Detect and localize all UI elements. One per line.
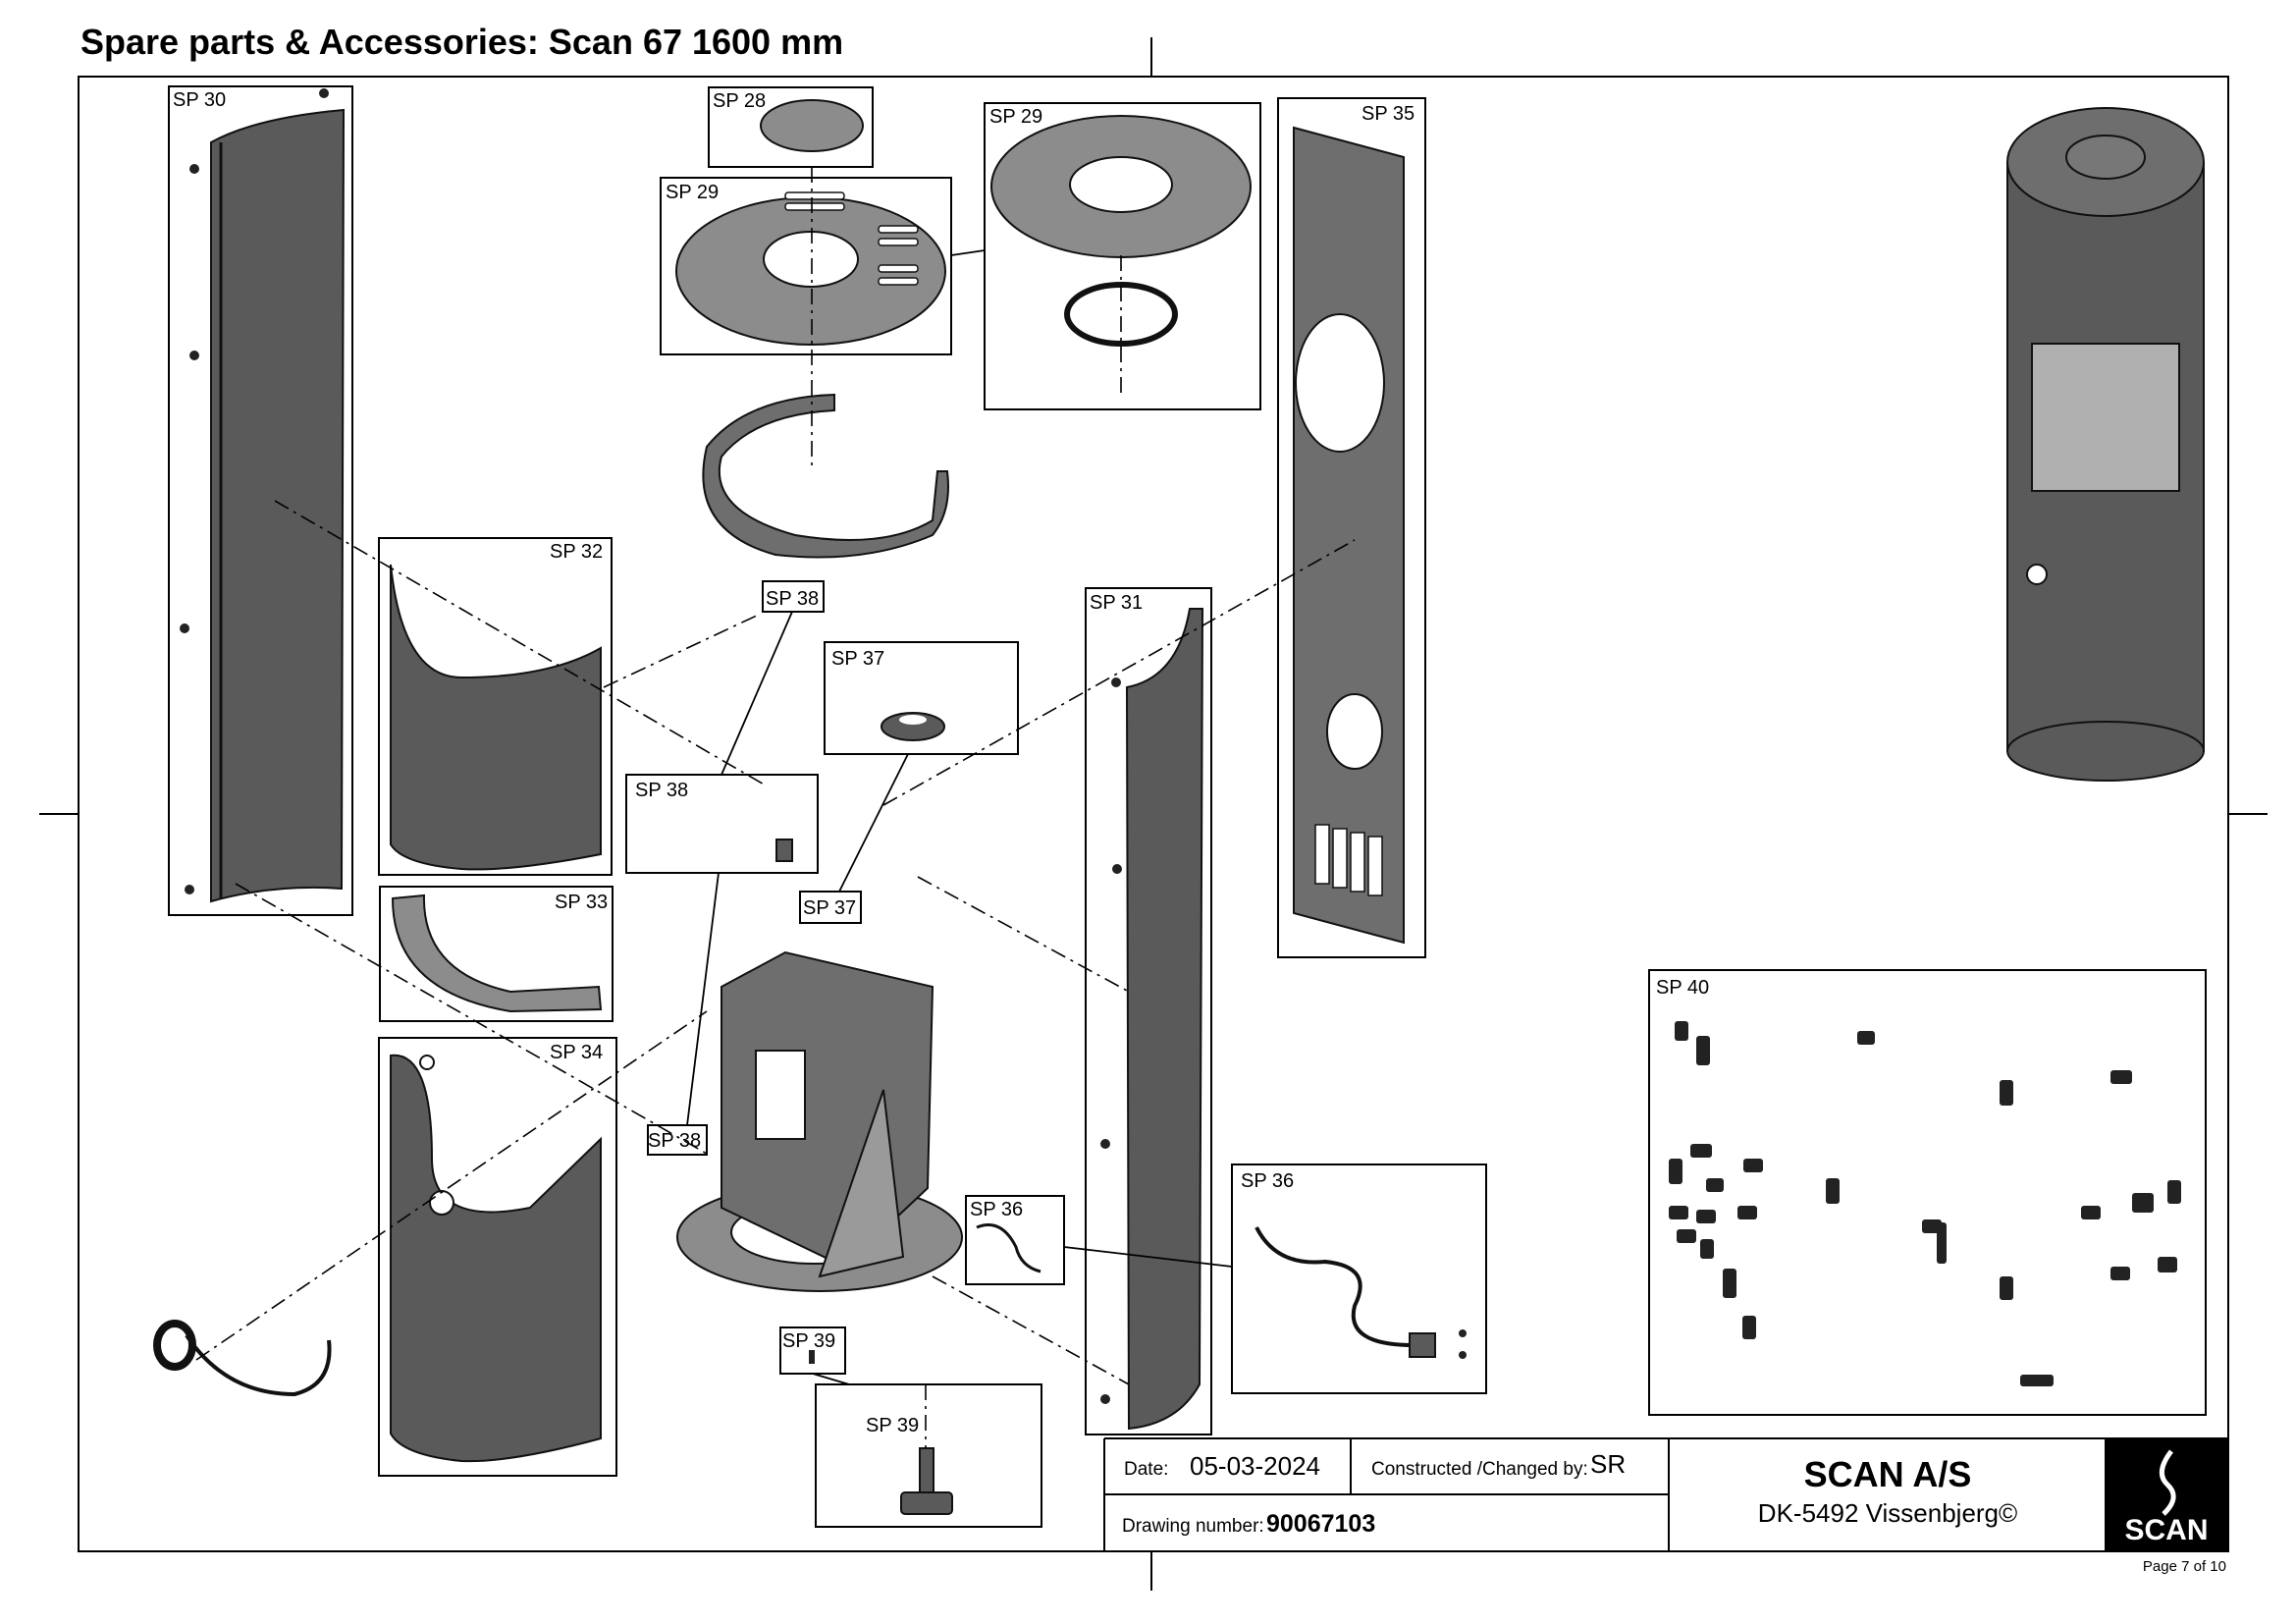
spacer-piece <box>775 839 793 862</box>
part-sp40[interactable]: SP 40 <box>1648 969 2207 1416</box>
date-label: Date: <box>1124 1459 1168 1480</box>
part-label: SP 38 <box>635 780 688 801</box>
part-label: SP 39 <box>782 1330 835 1352</box>
part-label: SP 37 <box>803 897 856 919</box>
firebox-body <box>676 950 963 1292</box>
part-label: SP 38 <box>648 1130 701 1152</box>
company-name: SCAN A/S <box>1804 1454 1972 1494</box>
top-plate-hole <box>1069 156 1173 213</box>
part-label: SP 40 <box>1656 977 1709 999</box>
part-label: SP 35 <box>1362 103 1415 125</box>
flame-icon <box>2159 1449 2176 1516</box>
leader-lines <box>686 249 1233 1385</box>
assembled-stove-illustration <box>2006 107 2205 782</box>
side-panel-left <box>210 108 346 903</box>
part-label: SP 31 <box>1090 592 1143 614</box>
part-sp37-detail[interactable]: SP 37 <box>824 641 1019 755</box>
changed-by-label: Constructed /Changed by: <box>1371 1459 1588 1480</box>
part-sp30[interactable]: SP 30 <box>168 85 353 916</box>
top-plate-hole <box>763 231 859 288</box>
part-sp29-right[interactable]: SP 29 <box>984 102 1261 410</box>
part-label: SP 34 <box>550 1042 603 1063</box>
front-panel-upper <box>390 564 602 871</box>
part-sp35[interactable]: SP 35 <box>1277 97 1426 958</box>
part-label: SP 37 <box>831 648 884 670</box>
part-sp38-top[interactable]: SP 38 <box>762 580 825 613</box>
page-title: Spare parts & Accessories: Scan 67 1600 … <box>80 22 844 62</box>
page-number: Page 7 of 10 <box>2143 1558 2226 1575</box>
changed-by-value: SR <box>1590 1449 1626 1479</box>
part-sp29-left[interactable]: SP 29 <box>660 177 952 355</box>
adjustable-foot <box>919 1447 934 1493</box>
rubber-grommet <box>881 712 945 741</box>
part-sp38-bottom[interactable]: SP 38 <box>647 1124 708 1156</box>
part-sp33[interactable]: SP 33 <box>379 886 614 1022</box>
vent-slots <box>784 191 919 286</box>
part-label: SP 33 <box>555 892 608 913</box>
part-sp31[interactable]: SP 31 <box>1085 587 1212 1435</box>
side-panel-right <box>1125 608 1204 1431</box>
rear-panel <box>1293 126 1405 945</box>
part-label: SP 36 <box>1241 1170 1294 1192</box>
part-label: SP 29 <box>989 106 1042 128</box>
date-value: 05-03-2024 <box>1190 1451 1320 1481</box>
plate-ring <box>1064 282 1178 347</box>
part-label: SP 29 <box>666 182 719 203</box>
part-label: SP 32 <box>550 541 603 563</box>
part-sp37-small[interactable]: SP 37 <box>799 891 862 924</box>
part-label: SP 36 <box>970 1199 1023 1220</box>
part-sp34[interactable]: SP 34 <box>378 1037 617 1477</box>
part-label: SP 38 <box>766 588 819 610</box>
front-panel-lower <box>390 1054 602 1463</box>
top-support-ring <box>702 393 949 559</box>
drawing-number-label: Drawing number: <box>1122 1516 1264 1537</box>
cable-detail <box>1255 1226 1415 1347</box>
company-address: DK-5492 Vissenbjerg© <box>1758 1498 2017 1528</box>
part-sp39-small[interactable]: SP 39 <box>779 1326 846 1375</box>
door-gasket <box>153 1320 332 1397</box>
assembly-lines <box>195 167 1356 1448</box>
logo-text: SCAN <box>2124 1514 2208 1546</box>
screw-set <box>1669 1021 2181 1386</box>
part-sp32[interactable]: SP 32 <box>378 537 613 876</box>
support-ring-segment <box>391 893 603 1013</box>
part-sp39-detail[interactable]: SP 39 <box>815 1383 1042 1528</box>
drawing-number-value: 90067103 <box>1266 1510 1375 1538</box>
part-label: SP 39 <box>866 1415 919 1436</box>
part-label: SP 30 <box>173 89 226 111</box>
part-sp36-detail[interactable]: SP 36 <box>1231 1164 1487 1394</box>
part-label: SP 28 <box>713 90 766 112</box>
part-sp38-detail[interactable]: SP 38 <box>625 774 819 874</box>
cable-small <box>976 1223 1041 1273</box>
cover-disc <box>760 99 864 152</box>
title-block: Date: 05-03-2024 Constructed /Changed by… <box>1103 1437 2228 1551</box>
part-sp36-small[interactable]: SP 36 <box>965 1195 1065 1285</box>
part-sp28[interactable]: SP 28 <box>708 86 874 168</box>
